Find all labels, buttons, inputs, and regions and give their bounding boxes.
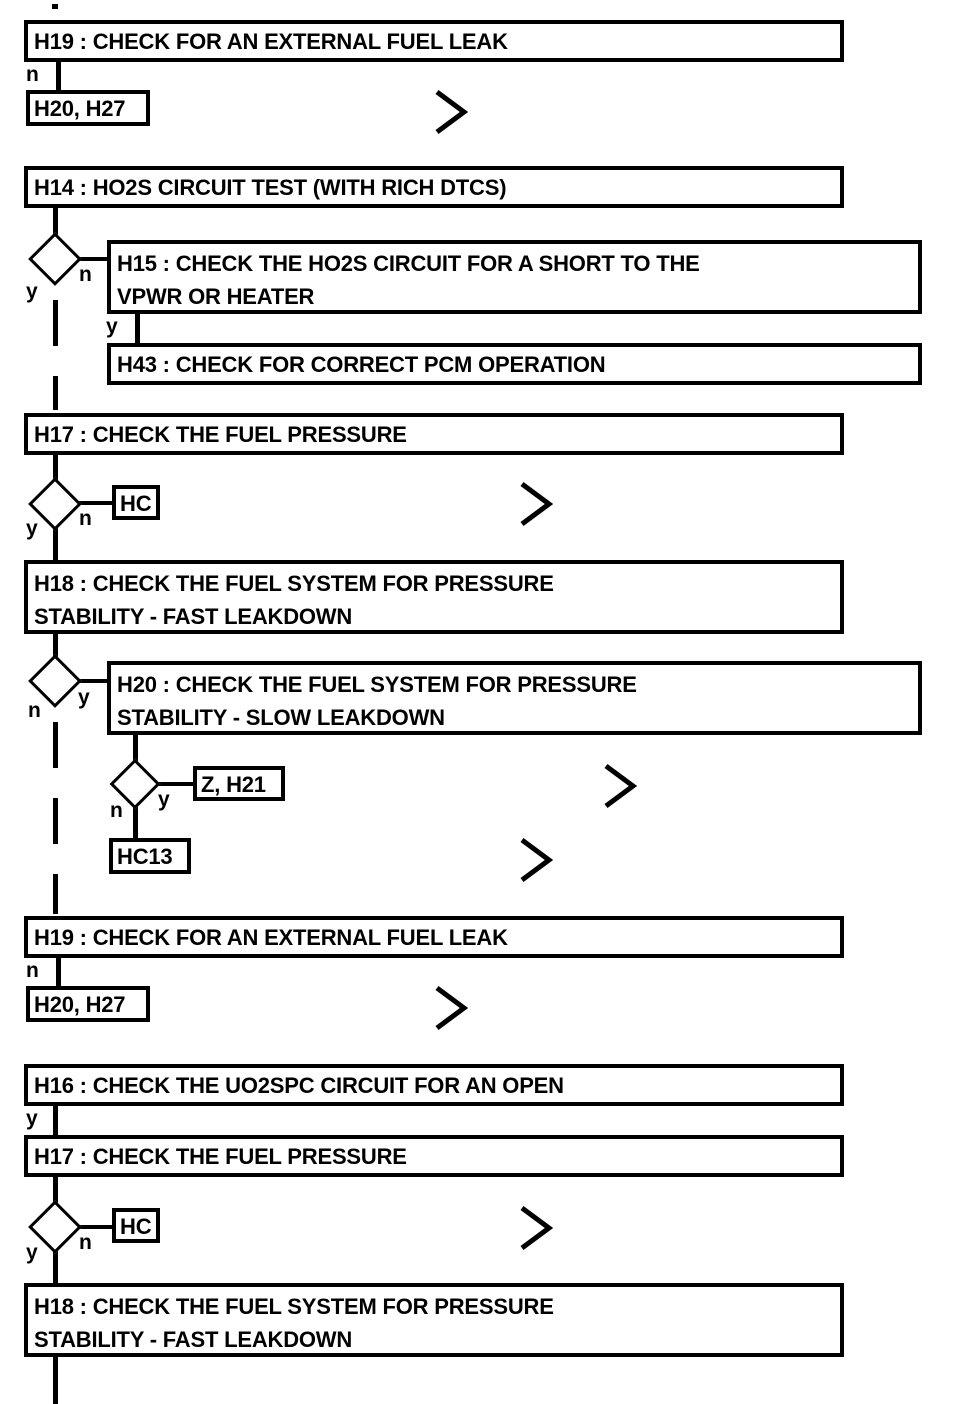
- decision-h14[interactable]: [28, 232, 82, 286]
- branch-label-h16-yes: y: [26, 1107, 38, 1130]
- connector-h16-yes-to-h17b: [53, 1106, 58, 1136]
- node-h14-ho2s-circuit-test[interactable]: H14 : HO2S CIRCUIT TEST (WITH RICH DTCS): [24, 166, 844, 208]
- branch-label-h17b-yes: y: [26, 1241, 38, 1264]
- connector-h14-yes-dashed-trunk: [53, 300, 58, 410]
- branch-label-h20-yes: y: [158, 788, 170, 811]
- decision-h20[interactable]: [109, 758, 161, 810]
- branch-label-h18a-yes: y: [78, 686, 90, 709]
- node-h18-fast-leakdown-a[interactable]: H18 : CHECK THE FUEL SYSTEM FOR PRESSURE…: [24, 560, 844, 634]
- branch-label-h14-yes: y: [26, 280, 38, 303]
- branch-label-h14-no: n: [79, 263, 92, 286]
- chip-h20-h27-a[interactable]: H20, H27: [26, 90, 150, 126]
- node-h17-fuel-pressure-a[interactable]: H17 : CHECK THE FUEL PRESSURE: [24, 413, 844, 455]
- node-h17-fuel-pressure-b[interactable]: H17 : CHECK THE FUEL PRESSURE: [24, 1135, 844, 1177]
- branch-label-h17a-no: n: [79, 507, 92, 530]
- chip-hc-a[interactable]: HC: [112, 485, 160, 520]
- node-h19-external-fuel-leak-b[interactable]: H19 : CHECK FOR AN EXTERNAL FUEL LEAK: [24, 916, 844, 958]
- chip-z-h21[interactable]: Z, H21: [193, 766, 285, 801]
- connector-h20-no-to-hc13: [133, 800, 138, 840]
- connector-h17a-to-decision: [53, 455, 58, 488]
- node-h15-ho2s-short-to-vpwr[interactable]: H15 : CHECK THE HO2S CIRCUIT FOR A SHORT…: [107, 240, 922, 314]
- chevron-right-icon-2: [516, 480, 556, 528]
- branch-label-h19a-no: n: [26, 63, 39, 86]
- chip-hc13[interactable]: HC13: [109, 838, 191, 874]
- decision-h18-a[interactable]: [28, 654, 82, 708]
- connector-h17a-no-to-hc: [74, 501, 114, 505]
- node-h19-external-fuel-leak-a[interactable]: H19 : CHECK FOR AN EXTERNAL FUEL LEAK: [24, 20, 844, 62]
- chip-hc-b[interactable]: HC: [112, 1208, 160, 1243]
- connector-h15-to-h43: [135, 314, 140, 344]
- decision-h17-a[interactable]: [28, 477, 82, 531]
- node-h18-fast-leakdown-b[interactable]: H18 : CHECK THE FUEL SYSTEM FOR PRESSURE…: [24, 1283, 844, 1357]
- connector-h18b-outgoing: [53, 1357, 58, 1404]
- node-h16-uo2spc-circuit-open[interactable]: H16 : CHECK THE UO2SPC CIRCUIT FOR AN OP…: [24, 1064, 844, 1106]
- chevron-right-icon-1: [431, 88, 471, 136]
- chevron-right-icon-3: [600, 762, 640, 810]
- node-h20-slow-leakdown[interactable]: H20 : CHECK THE FUEL SYSTEM FOR PRESSURE…: [107, 661, 922, 735]
- node-h43-check-pcm-operation[interactable]: H43 : CHECK FOR CORRECT PCM OPERATION: [107, 343, 922, 385]
- connector-h20-to-decision: [133, 735, 138, 770]
- chevron-right-icon-4: [516, 836, 556, 884]
- connector-h18a-yes-to-h20: [74, 679, 110, 683]
- connector-h19a-to-h20h27: [56, 62, 61, 91]
- connector-h20-yes-to-zh21: [153, 782, 195, 786]
- branch-label-h17a-yes: y: [26, 517, 38, 540]
- branch-label-h18a-no: n: [28, 699, 41, 722]
- branch-label-h15-yes: y: [106, 315, 118, 338]
- connector-h17b-yes-trunk: [53, 1243, 58, 1285]
- connector-h17b-to-decision: [53, 1177, 58, 1210]
- decision-h17-b[interactable]: [28, 1200, 82, 1254]
- branch-label-h19b-no: n: [26, 959, 39, 982]
- chevron-right-icon-6: [516, 1204, 556, 1252]
- connector-h17b-no-to-hc: [74, 1225, 114, 1229]
- connector-h18a-no-dashed-trunk: [53, 722, 58, 914]
- branch-label-h17b-no: n: [79, 1231, 92, 1254]
- connector-h19b-to-h20h27: [56, 958, 61, 987]
- stray-tick-mark: [52, 4, 58, 9]
- chip-h20-h27-b[interactable]: H20, H27: [26, 986, 150, 1022]
- connector-h17a-yes-trunk: [53, 520, 58, 562]
- branch-label-h20-no: n: [110, 799, 123, 822]
- connector-h18a-to-decision: [53, 634, 58, 664]
- chevron-right-icon-5: [431, 984, 471, 1032]
- connector-h14-to-decision: [53, 208, 58, 242]
- connector-h14-no-to-h15: [74, 257, 110, 261]
